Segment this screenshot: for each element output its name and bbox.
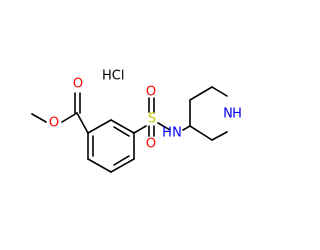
ring-inner-double-bond xyxy=(113,126,130,137)
sulfonyl-oxygen-top-label: O xyxy=(146,85,156,100)
ring-bond xyxy=(110,158,135,173)
bond-ring-to-carbonyl xyxy=(76,112,89,134)
hcl-salt-label: HCl xyxy=(102,69,124,84)
bond-ring-to-sulfur xyxy=(133,125,147,134)
piperidine-hydrogen-label: H xyxy=(232,107,242,122)
ring-bond xyxy=(211,131,228,141)
ring-inner-double-bond xyxy=(113,155,130,166)
piperidine-ring xyxy=(182,86,228,141)
bond-sulfur-to-nitrogen xyxy=(157,122,171,131)
bond-carbonyl-to-ether-o xyxy=(61,112,78,123)
benzene-ring xyxy=(87,119,135,173)
sulfonyl-sulfur-label: S xyxy=(148,112,156,127)
methyl-ester-group xyxy=(31,92,89,134)
sulfonamide-nitrogen-label: N xyxy=(172,126,182,141)
ring-bond xyxy=(189,125,213,141)
chemical-structure: O O S O O N H N H HCl xyxy=(31,69,242,173)
bond-nh-to-ring xyxy=(182,125,191,131)
sulfonyl-group xyxy=(133,97,171,137)
ester-ether-oxygen-label: O xyxy=(49,116,59,131)
ring-bond xyxy=(87,158,112,173)
piperidine-nitrogen-label: N xyxy=(223,107,233,122)
ring-bond xyxy=(189,86,213,101)
ring-bond xyxy=(211,86,228,97)
sulfonamide-hydrogen-label: H xyxy=(162,126,172,141)
ester-carbonyl-oxygen-label: O xyxy=(73,77,83,92)
sulfonyl-oxygen-bottom-label: O xyxy=(146,137,156,152)
bond-ether-o-to-methyl xyxy=(31,113,47,123)
ring-bond xyxy=(110,119,135,134)
ring-bond xyxy=(87,119,112,134)
